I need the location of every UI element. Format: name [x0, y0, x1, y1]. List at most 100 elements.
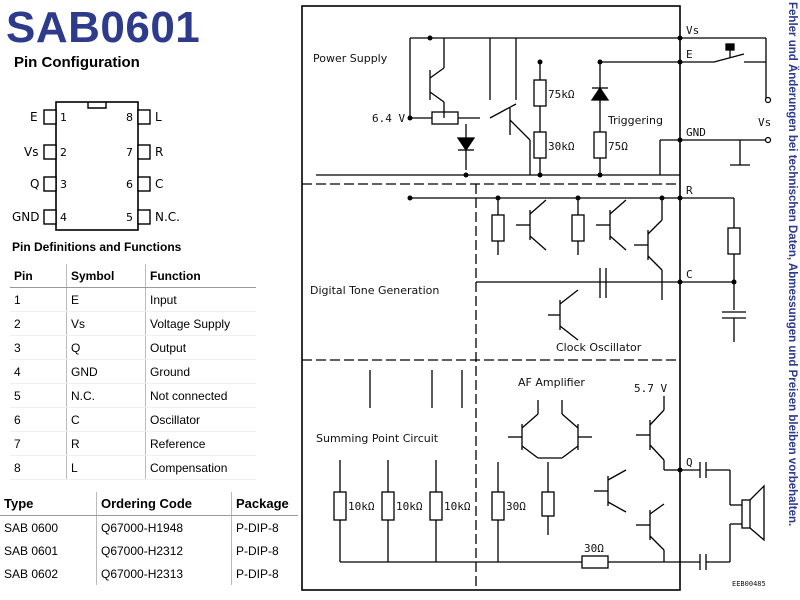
value-10k-2: 10kΩ [396, 500, 423, 513]
pin-letter-r: R [686, 184, 693, 197]
side-disclaimer: Fehler und Änderungen bei technischen Da… [784, 2, 798, 598]
symbol-cell: C [66, 407, 146, 432]
pin-7-lead [137, 144, 151, 160]
value-30-ohm-b: 30Ω [584, 542, 604, 555]
value-10k-1: 10kΩ [348, 500, 375, 513]
pin-6-label: C [155, 177, 164, 191]
package-cell: P-DIP-8 [236, 566, 279, 581]
function-cell: Reference [145, 431, 256, 456]
column-header: Function [145, 264, 256, 288]
pin-cell: 3 [10, 335, 67, 360]
function-cell: Voltage Supply [145, 311, 256, 336]
block-label-triggering: Triggering [607, 114, 663, 127]
symbol-cell: E [66, 287, 146, 312]
ordering-code-cell: Q67000-H2313 [96, 562, 232, 585]
pin-3-label: Q [30, 177, 40, 191]
page-title: SAB0601 [6, 3, 201, 52]
ic-body [55, 101, 139, 231]
type-cell: SAB 0602 [0, 562, 97, 585]
type-cell: SAB 0600 [0, 515, 97, 539]
pin-8-number: 8 [126, 111, 133, 124]
type-cell: SAB 0601 [0, 539, 97, 562]
block-schematic: Power Supply Triggering Digital Tone Gen… [301, 5, 771, 591]
block-label-af-amplifier: AF Amplifier [518, 376, 585, 389]
value-30-ohm-a: 30Ω [506, 500, 526, 513]
symbol-cell: Q [66, 335, 146, 360]
column-header: Type [0, 492, 97, 516]
table-header-row: Pin Symbol Function [10, 264, 256, 288]
pin-3-number: 3 [60, 178, 67, 191]
ic-notch [87, 102, 107, 109]
value-75k: 75kΩ [548, 88, 575, 101]
block-label-digital-tone: Digital Tone Generation [310, 284, 439, 297]
pin-4-label: GND [12, 210, 40, 224]
symbol-cell: N.C. [66, 383, 146, 408]
function-cell: Compensation [145, 455, 256, 480]
package-cell: P-DIP-8 [236, 543, 279, 558]
pin-cell: 5 [10, 383, 67, 408]
pin-4-lead [43, 209, 57, 225]
value-5-7v: 5.7 V [634, 382, 667, 395]
pin-1-label: E [30, 110, 38, 124]
pin-config-heading: Pin Configuration [14, 54, 140, 71]
pin-cell: 2 [10, 311, 67, 336]
pin-6-lead [137, 176, 151, 192]
pin-5-lead [137, 209, 151, 225]
symbol-cell: Vs [66, 311, 146, 336]
value-6-4v: 6.4 V [372, 112, 405, 125]
pin-letter-q: Q [686, 456, 693, 469]
pin-1-lead [43, 109, 57, 125]
block-label-summing-point: Summing Point Circuit [316, 432, 439, 445]
function-cell: Input [145, 287, 256, 312]
pin-1-number: 1 [60, 111, 67, 124]
pin-cell: 6 [10, 407, 67, 432]
pin-cell: 7 [10, 431, 67, 456]
column-header: Pin [10, 264, 67, 288]
function-cell: Ground [145, 359, 256, 384]
symbol-cell: R [66, 431, 146, 456]
column-header: Symbol [66, 264, 146, 288]
pin-cell: 8 [10, 455, 67, 480]
pin-8-lead [137, 109, 151, 125]
pin-letter-gnd: GND [686, 126, 706, 139]
pin-8-label: L [155, 110, 162, 124]
drawing-code: EEB00485 [732, 580, 766, 588]
block-label-clock-oscillator: Clock Oscillator [556, 341, 642, 354]
package-cell: P-DIP-8 [236, 520, 279, 535]
pin-4-number: 4 [60, 211, 67, 224]
pin-cell: 1 [10, 287, 67, 312]
pin-definitions-heading: Pin Definitions and Functions [12, 240, 182, 254]
ext-vs-label: Vs [758, 116, 771, 129]
symbol-cell: GND [66, 359, 146, 384]
table-header-row: Type Ordering Code Package [0, 492, 298, 516]
pin-5-label: N.C. [155, 210, 180, 224]
column-header: Ordering Code [96, 492, 232, 516]
ordering-code-cell: Q67000-H2312 [96, 539, 232, 562]
function-cell: Output [145, 335, 256, 360]
pin-6-number: 6 [126, 178, 133, 191]
symbol-cell: L [66, 455, 146, 480]
ic-package-diagram [43, 101, 151, 231]
pin-letter-vs: Vs [686, 24, 699, 37]
side-disclaimer-text: Fehler und Änderungen bei technischen Da… [786, 2, 798, 527]
pin-letter-c: C [686, 268, 693, 281]
function-cell: Not connected [145, 383, 256, 408]
ordering-code-cell: Q67000-H1948 [96, 515, 232, 539]
pin-2-label: Vs [24, 145, 39, 159]
ic-frame [301, 5, 681, 591]
pin-cell: 4 [10, 359, 67, 384]
pin-letter-e: E [686, 48, 693, 61]
pin-5-number: 5 [126, 211, 133, 224]
